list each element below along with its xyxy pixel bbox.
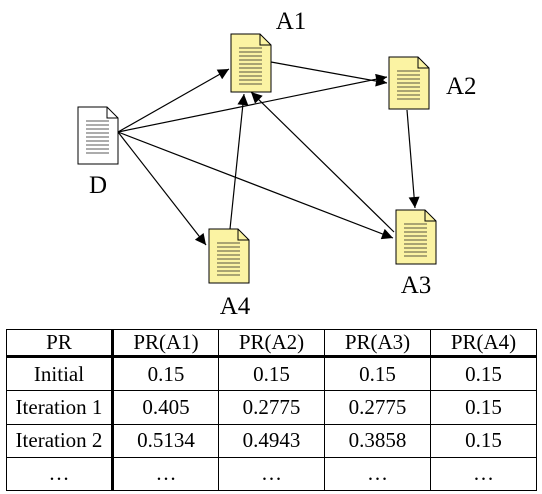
node-label-d: D <box>89 172 107 199</box>
link-arrows <box>117 61 420 246</box>
node-label-a2: A2 <box>446 73 477 100</box>
row-label: Initial <box>6 355 114 392</box>
table-header-row: PR PR(A1) PR(A2) PR(A3) PR(A4) <box>6 329 537 358</box>
edge-d-to-a1 <box>117 68 230 133</box>
header-pr: PR <box>6 329 114 358</box>
page-nodes <box>77 33 437 284</box>
table-cell: 0.3858 <box>324 423 431 458</box>
edge-a2-to-a3 <box>406 109 420 209</box>
header-pr-a4: PR(A4) <box>430 329 537 358</box>
edge-d-to-a2 <box>117 73 388 133</box>
edge-d-to-a3 <box>117 131 394 240</box>
header-pr-a2: PR(A2) <box>218 329 325 358</box>
node-a1-document-icon <box>230 33 272 93</box>
table-cell: 0.15 <box>430 390 537 425</box>
table-row: … … … … … <box>6 456 537 492</box>
row-label: … <box>6 456 114 492</box>
table-cell: 0.15 <box>430 423 537 458</box>
edge-a4-to-a1 <box>229 93 249 230</box>
table-row: Iteration 2 0.5134 0.4943 0.3858 0.15 <box>6 423 537 458</box>
table-cell: 0.4943 <box>218 423 325 458</box>
pagerank-table: PR PR(A1) PR(A2) PR(A3) PR(A4) Initial 0… <box>6 329 537 492</box>
table-cell: 0.15 <box>324 355 431 392</box>
row-label: Iteration 1 <box>6 390 114 425</box>
edge-a1-to-a2 <box>270 61 388 87</box>
node-label-a1: A1 <box>276 8 307 35</box>
table-cell: … <box>218 456 325 492</box>
edge-d-to-a4 <box>117 131 207 246</box>
node-d-document-icon <box>77 106 119 165</box>
table-cell: 0.15 <box>430 355 537 392</box>
row-label: Iteration 2 <box>6 423 114 458</box>
header-pr-a1: PR(A1) <box>112 329 219 358</box>
node-label-a3: A3 <box>401 272 432 299</box>
table-cell: 0.2775 <box>324 390 431 425</box>
table-cell: … <box>112 456 219 492</box>
table-row: Iteration 1 0.405 0.2775 0.2775 0.15 <box>6 390 537 425</box>
node-a4-document-icon <box>208 228 250 284</box>
node-label-a4: A4 <box>220 293 251 320</box>
node-a3-document-icon <box>395 209 437 265</box>
table-cell: … <box>324 456 431 492</box>
node-a2-document-icon <box>388 56 430 110</box>
header-pr-a3: PR(A3) <box>324 329 431 358</box>
table-row: Initial 0.15 0.15 0.15 0.15 <box>6 355 537 392</box>
edge-a3-to-a1 <box>250 91 395 233</box>
table-cell: 0.405 <box>112 390 219 425</box>
table-cell: 0.15 <box>218 355 325 392</box>
table-cell: 0.5134 <box>112 423 219 458</box>
table-cell: 0.2775 <box>218 390 325 425</box>
table-cell: … <box>430 456 537 492</box>
table-cell: 0.15 <box>112 355 219 392</box>
